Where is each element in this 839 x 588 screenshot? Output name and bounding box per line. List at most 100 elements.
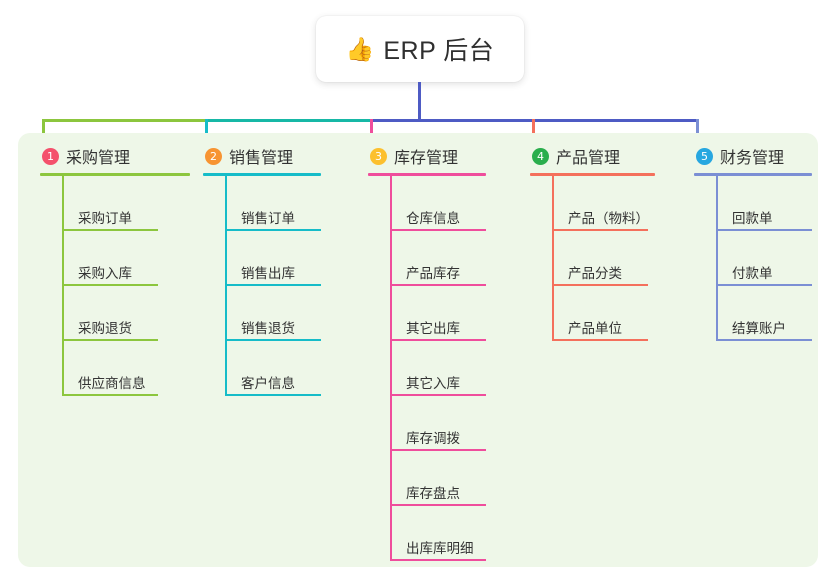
root-node[interactable]: 👍 ERP 后台: [316, 16, 524, 82]
list-item[interactable]: 仓库信息: [390, 176, 486, 231]
list-item-label: 产品（物料）: [568, 211, 649, 226]
list-item-underline: [390, 394, 486, 396]
list-item[interactable]: 产品分类: [552, 231, 655, 286]
list-item[interactable]: 销售订单: [225, 176, 321, 231]
list-item-underline: [62, 229, 158, 231]
list-item-underline: [390, 449, 486, 451]
list-item[interactable]: 其它入库: [390, 341, 486, 396]
list-item[interactable]: 付款单: [716, 231, 812, 286]
list-item[interactable]: 库存调拨: [390, 396, 486, 451]
column-items-5: 回款单付款单结算账户: [694, 176, 812, 341]
list-item-underline: [390, 284, 486, 286]
column-spine-3: [390, 176, 392, 561]
column-spine-1: [62, 176, 64, 396]
list-item-underline: [390, 559, 486, 561]
column-badge-4: 4: [532, 147, 549, 165]
column-title-2: 销售管理: [229, 150, 294, 167]
list-item-label: 产品库存: [406, 266, 460, 281]
list-item-label: 采购订单: [78, 211, 132, 226]
list-item-underline: [62, 394, 158, 396]
column-5: 5 财务管理回款单付款单结算账户: [694, 145, 812, 341]
list-item-underline: [225, 229, 321, 231]
list-item-label: 产品单位: [568, 321, 622, 336]
list-item[interactable]: 出库库明细: [390, 506, 486, 561]
list-item-label: 销售退货: [241, 321, 295, 336]
column-badge-1: 1: [42, 147, 59, 165]
column-3: 3 库存管理仓库信息产品库存其它出库其它入库库存调拨库存盘点出库库明细: [368, 145, 486, 561]
list-item-label: 库存盘点: [406, 486, 460, 501]
list-item[interactable]: 采购入库: [62, 231, 190, 286]
column-title-3: 库存管理: [394, 150, 459, 167]
list-item-label: 客户信息: [241, 376, 295, 391]
drop-line-5: [696, 119, 699, 145]
list-item[interactable]: 产品单位: [552, 286, 655, 341]
column-underline-3: [368, 173, 486, 176]
list-item-label: 销售出库: [241, 266, 295, 281]
root-title: ERP 后台: [383, 37, 495, 65]
list-item-underline: [390, 504, 486, 506]
column-items-3: 仓库信息产品库存其它出库其它入库库存调拨库存盘点出库库明细: [368, 176, 486, 561]
list-item-label: 回款单: [732, 211, 773, 226]
list-item-label: 供应商信息: [78, 376, 146, 391]
list-item[interactable]: 结算账户: [716, 286, 812, 341]
list-item-label: 产品分类: [568, 266, 622, 281]
list-item-label: 采购入库: [78, 266, 132, 281]
list-item[interactable]: 客户信息: [225, 341, 321, 396]
column-badge-2: 2: [205, 147, 222, 165]
column-2: 2 销售管理销售订单销售出库销售退货客户信息: [203, 145, 321, 396]
list-item[interactable]: 供应商信息: [62, 341, 190, 396]
list-item-label: 其它入库: [406, 376, 460, 391]
list-item-underline: [390, 229, 486, 231]
column-title-1: 采购管理: [66, 150, 131, 167]
column-items-4: 产品（物料） 产品分类产品单位: [530, 176, 655, 341]
column-header-3[interactable]: 3 库存管理: [368, 145, 486, 167]
drop-line-4: [532, 119, 535, 145]
list-item[interactable]: 采购订单: [62, 176, 190, 231]
list-item[interactable]: 采购退货: [62, 286, 190, 341]
list-item-underline: [716, 339, 812, 341]
column-title-5: 财务管理: [720, 150, 785, 167]
column-items-1: 采购订单采购入库采购退货供应商信息: [40, 176, 190, 396]
list-item-underline: [552, 284, 648, 286]
list-item-label: 出库库明细: [406, 541, 474, 556]
list-item-underline: [390, 339, 486, 341]
list-item[interactable]: 销售出库: [225, 231, 321, 286]
column-underline-1: [40, 173, 190, 176]
list-item[interactable]: 产品库存: [390, 231, 486, 286]
list-item[interactable]: 产品（物料）: [552, 176, 655, 231]
column-header-2[interactable]: 2 销售管理: [203, 145, 321, 167]
column-underline-2: [203, 173, 321, 176]
list-item-underline: [62, 339, 158, 341]
column-badge-3: 3: [370, 147, 387, 165]
column-underline-5: [694, 173, 812, 176]
list-item-underline: [62, 284, 158, 286]
drop-line-2: [205, 119, 208, 145]
column-header-1[interactable]: 1 采购管理: [40, 145, 190, 167]
bus-segment-left: [42, 119, 207, 122]
list-item-underline: [225, 394, 321, 396]
column-underline-4: [530, 173, 655, 176]
list-item[interactable]: 库存盘点: [390, 451, 486, 506]
column-spine-5: [716, 176, 718, 341]
column-badge-5: 5: [696, 147, 713, 165]
list-item-label: 销售订单: [241, 211, 295, 226]
drop-line-3: [370, 119, 373, 145]
list-item-underline: [225, 339, 321, 341]
list-item[interactable]: 回款单: [716, 176, 812, 231]
column-items-2: 销售订单销售出库销售退货客户信息: [203, 176, 321, 396]
list-item-label: 付款单: [732, 266, 773, 281]
column-title-4: 产品管理: [556, 150, 621, 167]
column-4: 4 产品管理产品（物料） 产品分类产品单位: [530, 145, 655, 341]
column-header-4[interactable]: 4 产品管理: [530, 145, 655, 167]
list-item-underline: [552, 229, 648, 231]
list-item-underline: [225, 284, 321, 286]
column-header-5[interactable]: 5 财务管理: [694, 145, 812, 167]
list-item-label: 其它出库: [406, 321, 460, 336]
drop-line-1: [42, 119, 45, 145]
column-spine-4: [552, 176, 554, 341]
list-item[interactable]: 其它出库: [390, 286, 486, 341]
list-item[interactable]: 销售退货: [225, 286, 321, 341]
list-item-label: 采购退货: [78, 321, 132, 336]
list-item-label: 结算账户: [732, 321, 786, 336]
list-item-underline: [716, 284, 812, 286]
